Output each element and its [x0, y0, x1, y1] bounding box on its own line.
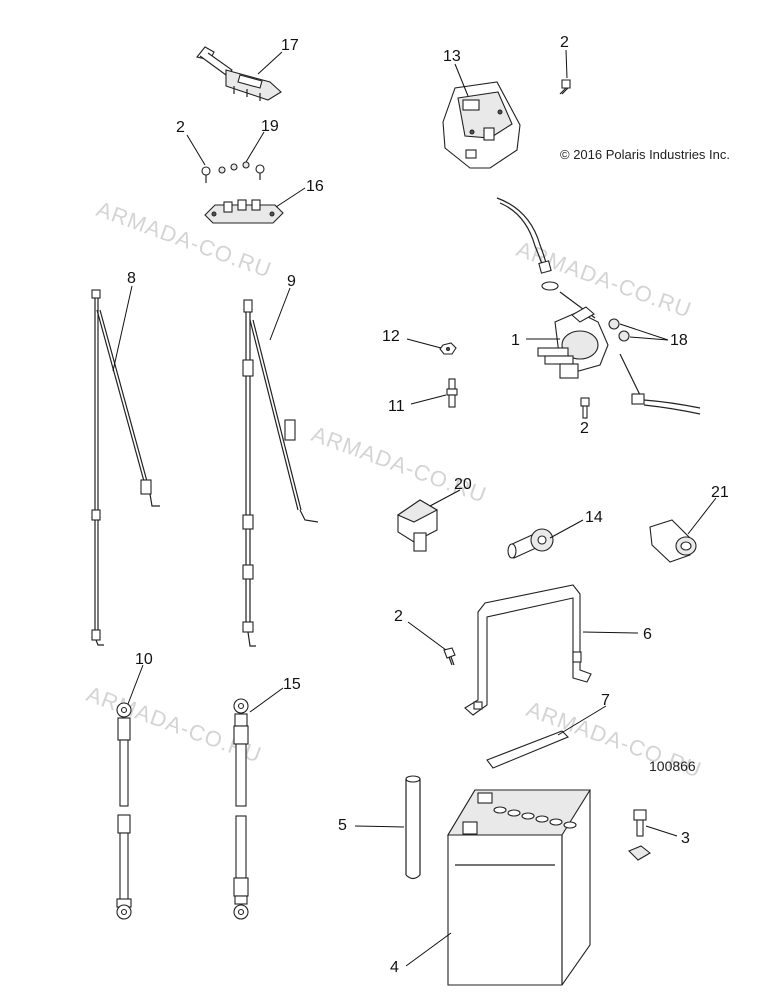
part-13-fuse-box	[442, 81, 521, 169]
part-11-stud	[446, 378, 458, 408]
callout-7: 7	[601, 692, 610, 709]
leader-8	[112, 285, 133, 372]
leader-5	[354, 825, 405, 828]
callout-10: 10	[135, 651, 153, 668]
callout-19: 19	[261, 118, 279, 135]
part-15-battery-cable	[233, 698, 249, 920]
callout-21: 21	[711, 484, 729, 501]
callout-15: 15	[283, 676, 301, 693]
part-9-cable	[242, 299, 319, 647]
part-2-screw-upper-left	[201, 166, 211, 183]
part-20-terminal-boot	[396, 499, 439, 552]
callout-16: 16	[306, 178, 324, 195]
callout-17: 17	[281, 37, 299, 54]
leader-3	[645, 825, 678, 837]
leader-2a	[186, 134, 206, 166]
callout-11: 11	[388, 398, 405, 415]
leader-4	[405, 932, 452, 967]
part-6-hold-down-bracket	[464, 584, 592, 716]
part-19-nuts	[218, 161, 250, 174]
leader-21	[687, 497, 717, 535]
leader-19	[245, 131, 265, 163]
leader-13	[454, 63, 469, 97]
callout-2a: 2	[176, 119, 185, 136]
leader-15	[249, 687, 284, 713]
leader-16	[275, 187, 306, 208]
callout-5: 5	[338, 817, 347, 834]
callout-2b: 2	[560, 34, 569, 51]
callout-18: 18	[670, 332, 688, 349]
part-2-screw-right-of-nuts	[255, 164, 265, 180]
part-2-screw-top-right	[559, 79, 571, 95]
callout-2c: 2	[580, 420, 589, 437]
leader-18b	[629, 336, 669, 341]
part-2-screw-below-solenoid	[580, 397, 590, 419]
diagram-part-number: 100866	[649, 758, 696, 774]
leader-12	[406, 338, 442, 349]
callout-4: 4	[390, 959, 399, 976]
part-14-elbow-boot	[507, 528, 554, 559]
leader-18a	[619, 323, 669, 341]
part-1-starter-solenoid	[496, 197, 701, 415]
part-17-tether-cap	[196, 46, 282, 101]
leader-9	[269, 287, 291, 341]
callout-13: 13	[443, 48, 461, 65]
callout-3: 3	[681, 830, 690, 847]
watermark-2: ARMADA-CO.RU	[513, 236, 695, 323]
callout-9: 9	[287, 273, 296, 290]
part-16-terminal-block	[204, 199, 284, 224]
part-4-battery	[447, 789, 591, 986]
watermark-3: ARMADA-CO.RU	[308, 421, 490, 508]
leader-17	[257, 51, 283, 75]
leader-20	[429, 489, 461, 507]
callout-8: 8	[127, 270, 136, 287]
battery-cells	[493, 806, 577, 829]
leader-6	[582, 631, 639, 634]
callout-14: 14	[585, 509, 603, 526]
leader-7	[557, 705, 607, 736]
leader-14	[549, 519, 584, 539]
copyright-text: © 2016 Polaris Industries Inc.	[560, 147, 730, 162]
part-10-battery-cable	[116, 702, 132, 920]
part-5-vent-tube	[405, 775, 421, 880]
callout-20: 20	[454, 476, 472, 493]
leader-10	[127, 664, 144, 705]
leader-2b	[565, 49, 568, 79]
leader-2d	[407, 621, 447, 651]
watermarks: ARMADA-CO.RU ARMADA-CO.RU ARMADA-CO.RU A…	[83, 196, 705, 783]
part-8-cable	[91, 289, 160, 646]
part-12-nut	[439, 342, 457, 355]
part-2-screw-near-bracket	[443, 647, 456, 666]
callout-12: 12	[382, 328, 400, 345]
part-7-battery-pad	[486, 730, 569, 769]
leader-11	[410, 394, 447, 405]
callout-1: 1	[511, 332, 520, 349]
part-21-terminal-cap	[649, 519, 697, 563]
callout-6: 6	[643, 626, 652, 643]
callout-2d: 2	[394, 608, 403, 625]
part-18-nuts	[608, 318, 630, 342]
part-3-bolt-and-nut	[628, 809, 651, 861]
